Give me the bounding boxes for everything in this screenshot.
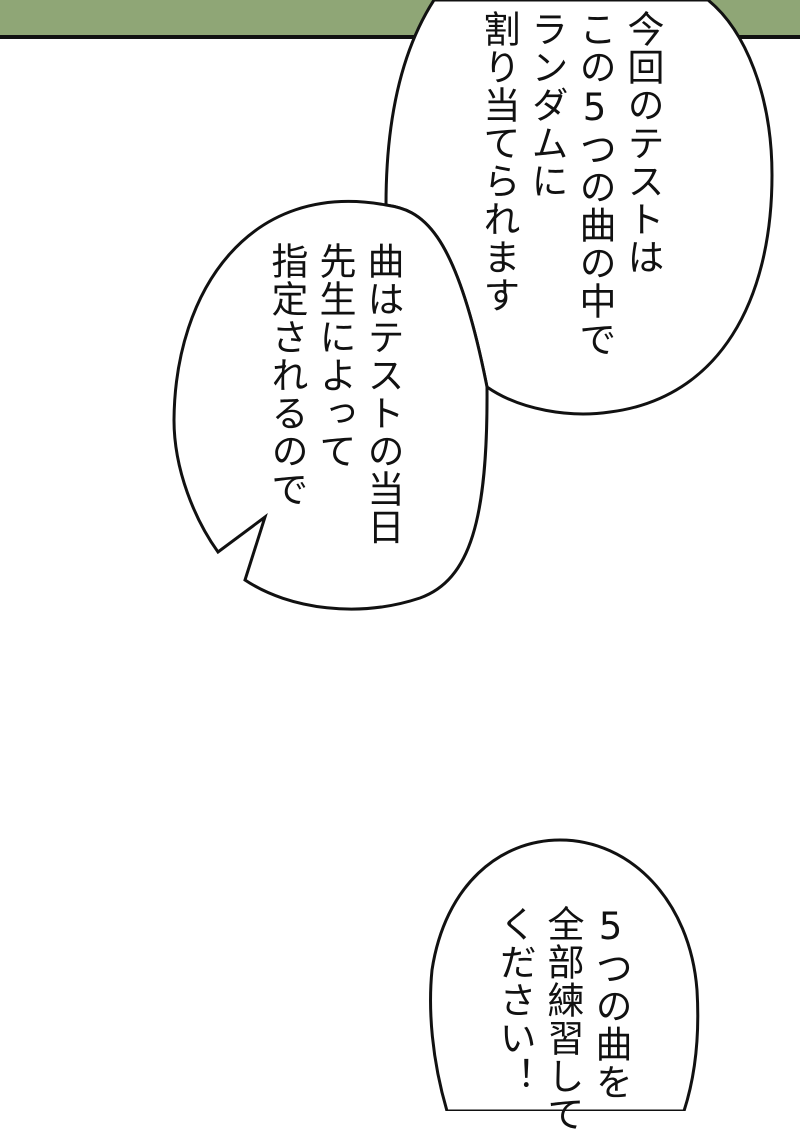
speech-text-bottom: 5つの曲を 全部練習して ください！ (493, 905, 632, 1133)
speech-text-middle: 曲はテストの当日 先生によって 指定されるので (265, 242, 404, 546)
speech-bubble-middle (172, 199, 489, 611)
speech-text-top: 今回のテストは この5つの曲の中で ランダムに 割り当てられます (477, 10, 664, 358)
speech-bubble-top (384, 0, 774, 416)
speech-bubble-bottom (429, 838, 700, 1111)
